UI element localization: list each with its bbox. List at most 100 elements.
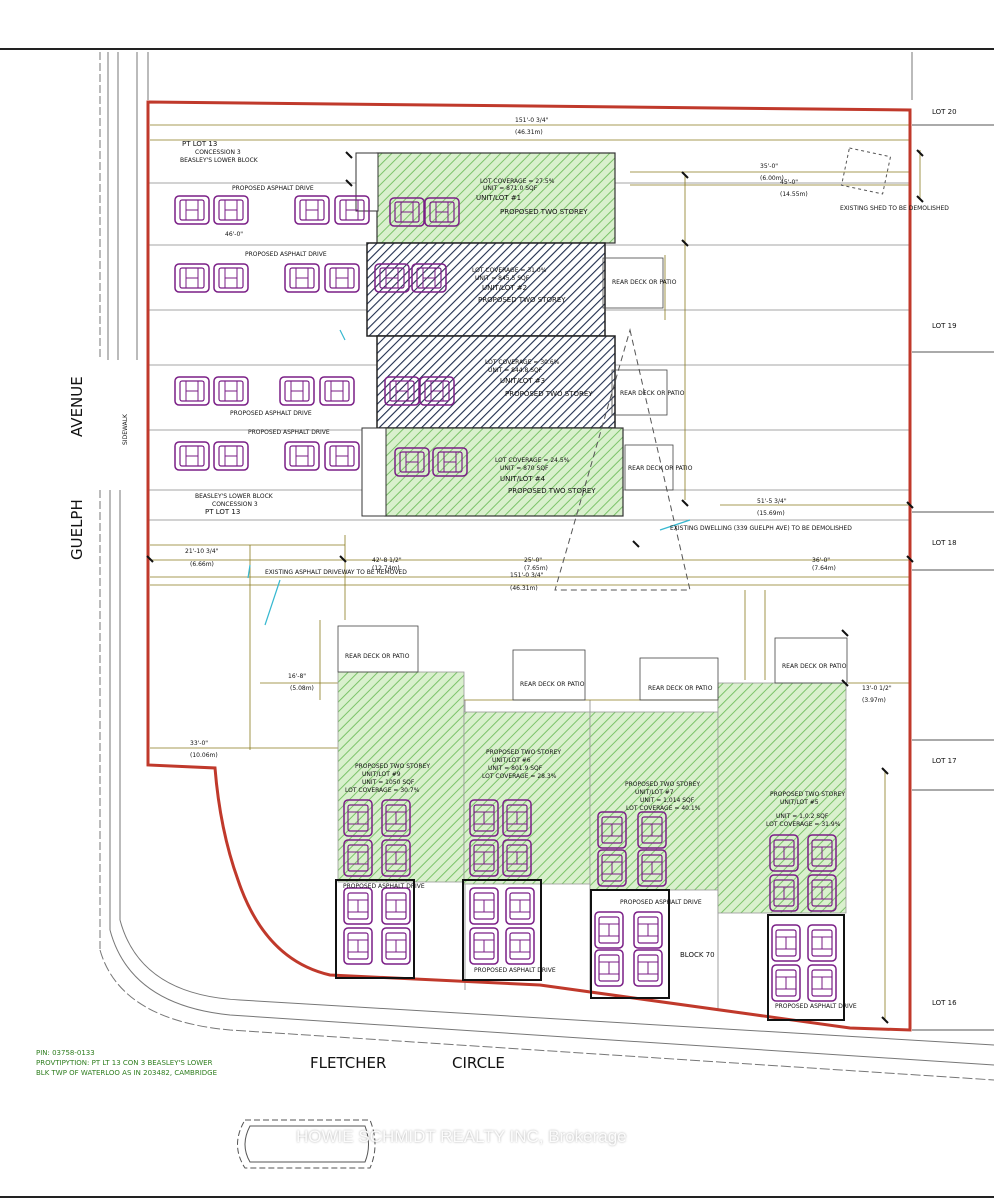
- unit-7-area: UNIT = 1,014 SQF: [640, 797, 695, 804]
- dim-mid-2: (46.31m): [510, 585, 538, 592]
- property-boundary: [146, 100, 912, 1032]
- dim-right-1: 13'-0 1/2": [862, 685, 892, 692]
- block-70-label: BLOCK 70: [680, 951, 715, 959]
- unit-7-name: UNIT/LOT #7: [635, 789, 674, 796]
- unit-2-label: PROPOSED TWO STOREY: [478, 296, 566, 304]
- fletcher-label: FLETCHER: [310, 1054, 386, 1072]
- pt-lot-bottom: PT LOT 13: [205, 508, 240, 516]
- existing-shed-label: EXISTING SHED TO BE DEMOLISHED: [840, 205, 949, 212]
- deck-label-3: REAR DECK OR PATIO: [628, 465, 693, 472]
- dimension-ticks: [146, 149, 924, 1024]
- drive-label-1: PROPOSED ASPHALT DRIVE: [232, 185, 314, 192]
- unit-9-coverage: LOT COVERAGE = 30.7%: [345, 787, 420, 794]
- unit-4-label: PROPOSED TWO STOREY: [508, 487, 596, 495]
- concession-top: CONCESSION 3: [195, 149, 241, 156]
- drive-label-2: PROPOSED ASPHALT DRIVE: [245, 251, 327, 258]
- unit-1-coverage: LOT COVERAGE = 27.5%: [480, 178, 555, 185]
- dim-mid-4: (12.74m): [372, 565, 400, 572]
- unit-1-name: UNIT/LOT #1: [476, 194, 521, 202]
- unit-9-area: UNIT = 1050 SQF: [362, 779, 415, 786]
- dim-top-3: 35'-0": [760, 163, 778, 170]
- unit-7-footprint: [589, 711, 719, 891]
- dim-top-5: 45'-0": [780, 179, 798, 186]
- unit-2-name: UNIT/LOT #2: [482, 284, 527, 292]
- unit-5-name: UNIT/LOT #5: [780, 799, 819, 806]
- unit-6-label: PROPOSED TWO STOREY: [486, 749, 561, 756]
- dim-top-6: (14.55m): [780, 191, 808, 198]
- deck-label-5: REAR DECK OR PATIO: [520, 681, 585, 688]
- dim-top-4: (6.00m): [760, 175, 784, 182]
- avenue-label: AVENUE: [68, 376, 86, 437]
- dim-mid-1: 151'-0 3/4": [510, 572, 544, 579]
- dim-left-1: 21'-10 3/4": [185, 548, 219, 555]
- driveway-boxes: [335, 879, 845, 1021]
- unit-5-label: PROPOSED TWO STOREY: [770, 791, 845, 798]
- unit-4-name: UNIT/LOT #4: [500, 475, 546, 483]
- drive-label-4: PROPOSED ASPHALT DRIVE: [248, 429, 330, 436]
- dim-mid-5: 25'-0": [524, 557, 542, 564]
- watermark-frame: [237, 1119, 376, 1169]
- dim-left-6: (10.06m): [190, 752, 218, 759]
- unit-7-label: PROPOSED TWO STOREY: [625, 781, 700, 788]
- lot-20-label: LOT 20: [932, 108, 957, 116]
- unit-6-area: UNIT = 801.9 SQF: [488, 765, 543, 772]
- unit-9-footprint: [337, 671, 465, 883]
- dimension-lines: [150, 124, 921, 1020]
- unit-3-name: UNIT/LOT #3: [500, 377, 545, 385]
- leader-lines: [247, 329, 691, 626]
- beasley-top: BEASLEY'S LOWER BLOCK: [180, 157, 259, 164]
- dim-right-2: (3.97m): [862, 697, 886, 704]
- legal-line-3: BLK TWP OF WATERLOO AS IN 203482, CAMBRI…: [36, 1069, 217, 1077]
- dim-left-2: (6.66m): [190, 561, 214, 568]
- legal-line-2: PROVTIPYTION: PT LT 13 CON 3 BEASLEY'S L…: [36, 1059, 213, 1067]
- deck-label-2: REAR DECK OR PATIO: [620, 390, 685, 397]
- unit-2-footprint: [366, 242, 606, 337]
- unit-4-coverage: LOT COVERAGE = 24.5%: [495, 457, 570, 464]
- sidewalk-label: SIDEWALK: [122, 413, 129, 445]
- unit-5-coverage: LOT COVERAGE = 31.9%: [766, 821, 841, 828]
- unit-9-label: PROPOSED TWO STOREY: [355, 763, 430, 770]
- dim-mid-7: 36'-0": [812, 557, 830, 564]
- unit-5-area: UNIT = 1,0.2 SQF: [776, 813, 829, 820]
- unit-6-coverage: LOT COVERAGE = 28.3%: [482, 773, 557, 780]
- dim-right-4: (15.69m): [757, 510, 785, 517]
- unit-9-name: UNIT/LOT #9: [362, 771, 401, 778]
- lot-18-label: LOT 18: [932, 539, 957, 547]
- legal-pin: PIN: 03758-0133: [36, 1049, 95, 1057]
- dim-left-3: 16'-8": [288, 673, 306, 680]
- circle-label: CIRCLE: [452, 1054, 505, 1072]
- existing-dwelling-outline: [554, 328, 691, 591]
- unit-1-area: UNIT = 871.0 SQF: [483, 185, 538, 192]
- dim-top-2: (46.31m): [515, 129, 543, 136]
- drive-label-7: PROPOSED ASPHALT DRIVE: [620, 899, 702, 906]
- unit-3-area: UNIT = 844.8 SQF: [488, 367, 543, 374]
- unit-3-coverage: LOT COVERAGE = 30.6%: [485, 359, 560, 366]
- lot-16-label: LOT 16: [932, 999, 957, 1007]
- deck-outlines: [337, 257, 848, 701]
- dim-right-3: 51'-5 3/4": [757, 498, 787, 505]
- unit-5-footprint: [717, 682, 847, 914]
- lot-19-label: LOT 19: [932, 322, 957, 330]
- dim-mid-8: (7.64m): [812, 565, 836, 572]
- unit-6-name: UNIT/LOT #6: [492, 757, 531, 764]
- unit-4-footprint: [361, 427, 624, 517]
- deck-label-7: REAR DECK OR PATIO: [782, 663, 847, 670]
- dim-left-5: 33'-0": [190, 740, 208, 747]
- unit-7-coverage: LOT COVERAGE = 40.1%: [626, 805, 701, 812]
- unit-2-coverage: LOT COVERAGE = 31.0%: [472, 267, 547, 274]
- unit-3-footprint: [376, 335, 616, 429]
- dim-mid-3: 42'-8 1/2": [372, 557, 402, 564]
- dim-top-7: 46'-0": [225, 231, 243, 238]
- beasley-bottom: BEASLEY'S LOWER BLOCK: [195, 493, 274, 500]
- deck-label-6: REAR DECK OR PATIO: [648, 685, 713, 692]
- watermark-text: HOWIE SCHMIDT REALTY INC, Brokerage: [296, 1127, 627, 1146]
- unit-2-area: UNIT = 845.5 SQF: [475, 275, 530, 282]
- existing-dwelling-label: EXISTING DWELLING (339 GUELPH AVE) TO BE…: [670, 525, 852, 532]
- dim-left-4: (5.08m): [290, 685, 314, 692]
- unit-4-area: UNIT = 870 SQF: [500, 465, 549, 472]
- unit-1-label: PROPOSED TWO STOREY: [500, 208, 588, 216]
- existing-shed: [840, 147, 892, 195]
- neighbour-lot-lines: [912, 124, 994, 1031]
- drive-label-6: PROPOSED ASPHALT DRIVE: [474, 967, 556, 974]
